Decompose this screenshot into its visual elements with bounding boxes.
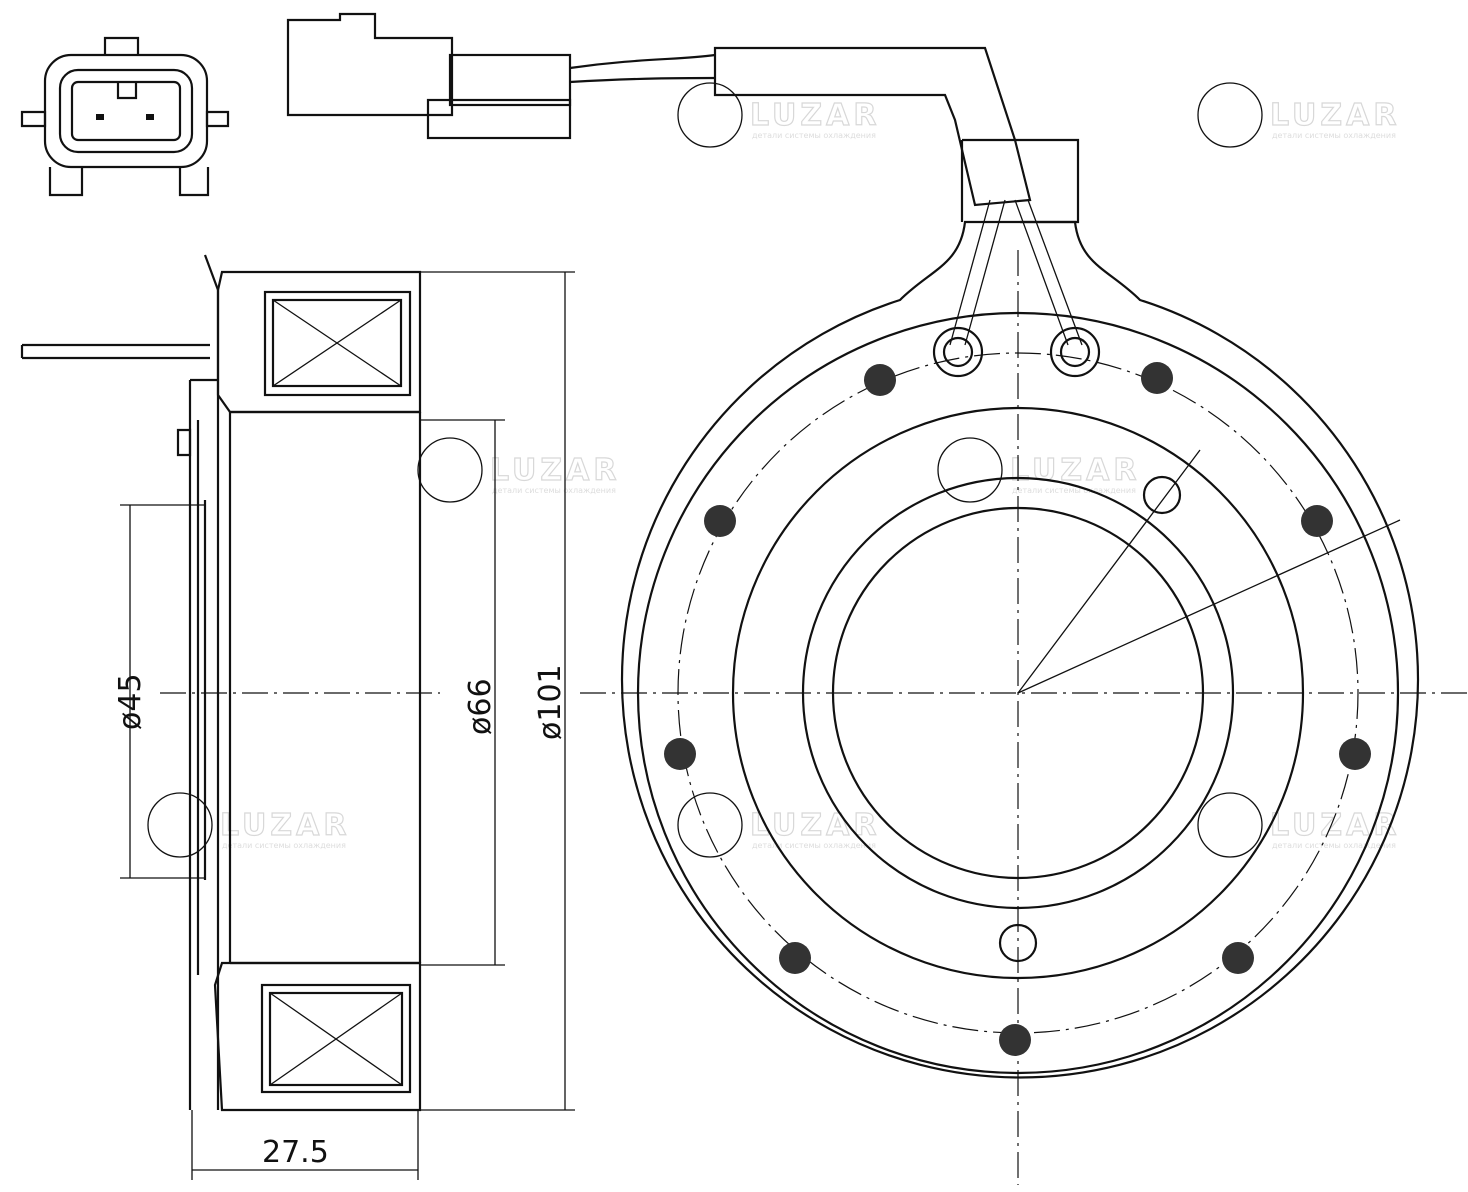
mounting-holes [664, 362, 1371, 1056]
dimension-width: 27.5 [262, 1135, 329, 1170]
watermark-tagline: детали системы охлаждения [222, 841, 346, 850]
dimension-diameter-45: ø45 [113, 673, 148, 730]
watermark-tagline: детали системы охлаждения [1012, 486, 1136, 495]
connector-front-view [20, 36, 230, 197]
dimension-diameter-101: ø101 [533, 664, 568, 740]
watermark-text: LUZAR [490, 453, 620, 488]
coil-side-section [20, 254, 440, 1112]
watermark-tagline: детали системы охлаждения [1272, 131, 1396, 140]
watermark-text: LUZAR [1270, 808, 1400, 843]
cable-plug [286, 12, 1080, 224]
watermark-text: LUZAR [750, 808, 880, 843]
watermark-text: LUZAR [220, 808, 350, 843]
coil-front-view [580, 199, 1468, 1185]
watermark-tagline: детали системы охлаждения [752, 131, 876, 140]
watermark-tagline: детали системы охлаждения [1272, 841, 1396, 850]
watermark-tagline: детали системы охлаждения [492, 486, 616, 495]
watermark-tagline: детали системы охлаждения [752, 841, 876, 850]
watermark-text: LUZAR [1010, 453, 1140, 488]
dimension-lines: ø45 ø66 ø101 27.5 [113, 271, 575, 1180]
watermark-text: LUZAR [1270, 98, 1400, 133]
dimension-diameter-66: ø66 [463, 678, 498, 735]
watermark-text: LUZAR [750, 98, 880, 133]
